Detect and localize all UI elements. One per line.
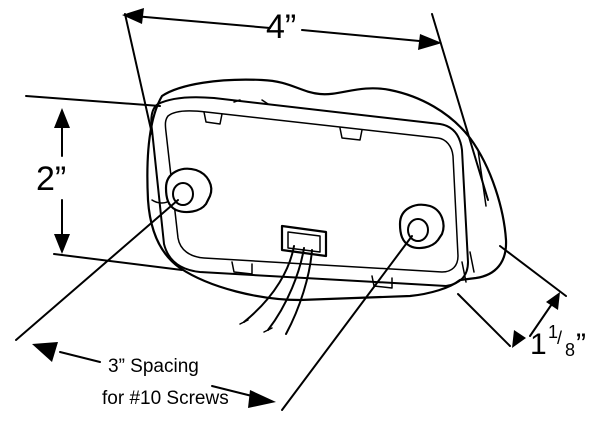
depth-label-whole: 1 [530, 328, 547, 361]
depth-label-slash: / [557, 328, 562, 348]
height-label: 2” [36, 160, 66, 198]
height-dimension: 2” [25, 95, 183, 271]
width-label: 4” [266, 8, 296, 46]
height-arrow-top [54, 108, 70, 128]
spacing-note-line2: for #10 Screws [102, 388, 229, 409]
width-dim-line-right [301, 29, 431, 43]
spacing-leader-left [15, 199, 179, 341]
depth-dimension: 1 1 / 8 ” [457, 245, 586, 361]
width-arrow-left [122, 8, 144, 24]
width-arrow-right [418, 34, 442, 50]
depth-arrow-top [546, 292, 560, 310]
depth-extension-top [499, 245, 567, 297]
width-dimension: 4” [122, 8, 489, 201]
width-dim-line-left [133, 15, 271, 29]
spacing-arrow-right [248, 390, 276, 408]
depth-extension-bottom [457, 293, 511, 347]
width-extension-left [124, 13, 153, 135]
height-extension-top [25, 95, 161, 107]
depth-label-denominator: 8 [565, 340, 575, 360]
depth-arrow-bottom [512, 330, 526, 348]
spacing-note-line1: 3” Spacing [108, 356, 199, 377]
depth-label-numerator: 1 [548, 322, 558, 342]
spacing-leader-right [281, 235, 413, 411]
spacing-dim-line-left [59, 351, 101, 363]
height-arrow-bottom [54, 234, 70, 254]
spacing-arrow-left [32, 342, 58, 362]
lead-wires [239, 245, 313, 335]
right-screw-boss [398, 203, 445, 250]
height-extension-bottom [53, 253, 183, 271]
depth-label-inch-mark: ” [576, 328, 586, 361]
spacing-dim-line-right [211, 385, 253, 397]
screw-spacing-callout: 3” Spacing for #10 Screws [15, 199, 413, 411]
width-extension-right [431, 13, 489, 201]
